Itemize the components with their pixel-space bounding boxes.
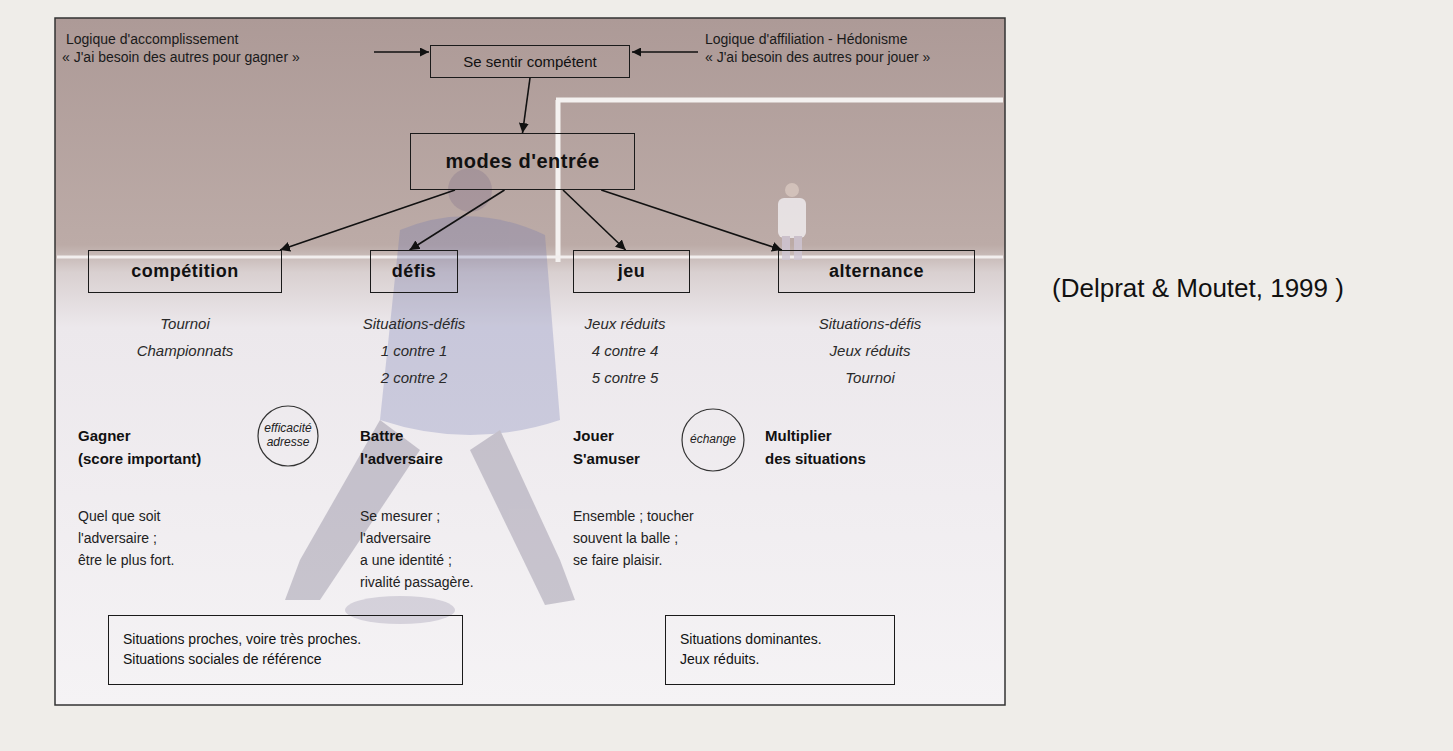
note-text: Situations-défis (363, 315, 466, 333)
note-text: « J'ai besoin des autres pour jouer » (705, 49, 930, 66)
mode-box: défis (370, 250, 458, 293)
situation-box: Situations proches, voire très proches.S… (108, 615, 463, 685)
hub-box: modes d'entrée (410, 133, 635, 190)
diagram-panel (55, 18, 1005, 705)
note-text: S'amuser (573, 450, 640, 468)
note-text: l'adversaire (360, 450, 443, 468)
arrow-connector (563, 190, 626, 250)
goal-box: Se sentir compétent (430, 45, 630, 78)
node-text: Situations proches, voire très proches. (123, 630, 361, 650)
arrow-connector (280, 190, 455, 250)
note-text: Se mesurer ; (360, 508, 440, 525)
arrow-connector (601, 190, 782, 250)
note-text: Tournoi (160, 315, 209, 333)
note-text: Multiplier (765, 427, 832, 445)
quality-circle: échange (681, 408, 745, 472)
note-text: Ensemble ; toucher (573, 508, 694, 525)
node-text: Situations sociales de référence (123, 650, 321, 670)
note-text: Tournoi (845, 369, 894, 387)
node-text: échange (690, 433, 736, 447)
node-text: Situations dominantes. (680, 630, 822, 650)
note-text: être le plus fort. (78, 552, 175, 569)
note-text: se faire plaisir. (573, 552, 662, 569)
mode-box: compétition (88, 250, 282, 293)
note-text: Championnats (137, 342, 234, 360)
note-text: Quel que soit (78, 508, 161, 525)
kicking-player (285, 168, 575, 624)
note-text: Logique d'affiliation - Hédonisme (705, 31, 907, 48)
pointer-arrows (374, 52, 698, 53)
note-text: a une identité ; (360, 552, 452, 569)
note-text: Battre (360, 427, 403, 445)
note-text: « J'ai besoin des autres pour gagner » (62, 49, 300, 66)
note-text: (score important) (78, 450, 201, 468)
note-text: l'adversaire (360, 530, 431, 547)
node-text: jeu (618, 261, 646, 282)
node-text: Jeux réduits. (680, 650, 759, 670)
situation-box: Situations dominantes.Jeux réduits. (665, 615, 895, 685)
node-text: alternance (829, 261, 924, 282)
arrow-connector (410, 190, 505, 250)
note-text: des situations (765, 450, 866, 468)
arrow-connector (523, 78, 531, 133)
note-text: 2 contre 2 (381, 369, 448, 387)
note-text: 5 contre 5 (592, 369, 659, 387)
note-text: Logique d'accomplissement (66, 31, 238, 48)
note-text: 4 contre 4 (592, 342, 659, 360)
mode-box: alternance (778, 250, 975, 293)
note-text: souvent la balle ; (573, 530, 678, 547)
note-text: Jouer (573, 427, 614, 445)
note-text: l'adversaire ; (78, 530, 157, 547)
note-text: Gagner (78, 427, 131, 445)
quality-circle: efficacité adresse (257, 405, 319, 467)
mode-box: jeu (573, 250, 690, 293)
citation: (Delprat & Moutet, 1999 ) (1052, 273, 1344, 304)
node-text: efficacité adresse (264, 422, 311, 450)
node-text: défis (392, 261, 437, 282)
node-text: compétition (131, 261, 239, 282)
note-text: Jeux réduits (830, 342, 911, 360)
standing-player (778, 183, 806, 260)
node-text: Se sentir compétent (463, 53, 596, 70)
node-text: modes d'entrée (445, 150, 599, 173)
note-text: Situations-défis (819, 315, 922, 333)
note-text: rivalité passagère. (360, 574, 474, 591)
note-text: Jeux réduits (585, 315, 666, 333)
note-text: 1 contre 1 (381, 342, 448, 360)
